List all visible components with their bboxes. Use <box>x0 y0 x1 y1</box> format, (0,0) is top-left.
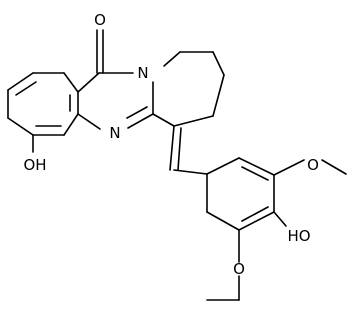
benzo-ring <box>7 72 79 136</box>
imine-nitrogen-label: N <box>109 124 120 142</box>
pyrimidinone-ring <box>77 29 154 130</box>
methoxy-oxygen-top-label: O <box>307 156 319 174</box>
syringyl-ring <box>206 157 347 301</box>
para-hydroxyl-label: HO <box>287 227 310 245</box>
benzylidene-double-bond <box>169 125 208 175</box>
carbonyl-oxygen-label: O <box>94 11 106 29</box>
bridgehead-nitrogen-label: N <box>137 64 148 82</box>
tetrahydropyrido-ring <box>152 51 225 127</box>
left-hydroxyl-label: OH <box>23 156 46 174</box>
methoxy-oxygen-bottom-label: O <box>233 260 245 278</box>
